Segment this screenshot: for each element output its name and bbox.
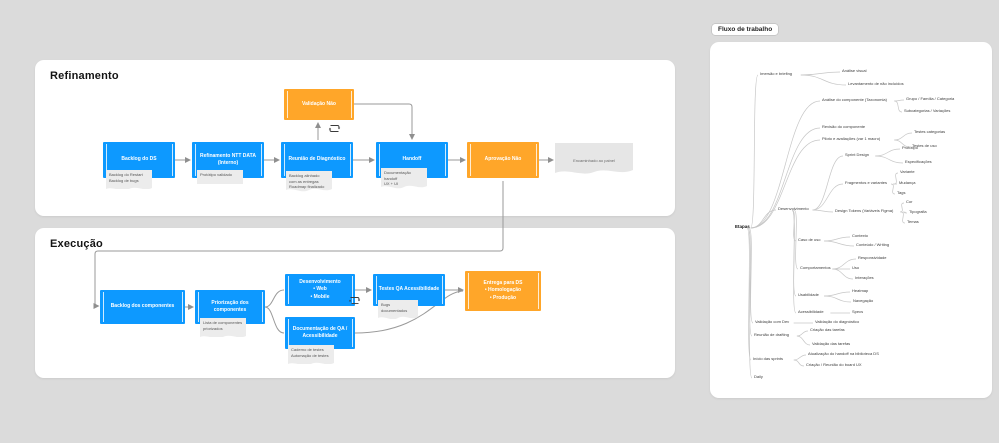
- mindmap-node-b7a[interactable]: Atualização do handoff na biblioteca DS: [808, 351, 879, 356]
- mindmap-node-d1a[interactable]: Protótipo: [902, 145, 919, 150]
- mindmap-node-d2b[interactable]: Mudança: [899, 180, 916, 185]
- mindmap-node-b7b[interactable]: Criação / Reunião do board UX: [806, 362, 862, 367]
- mindmap-node-dev[interactable]: Desenvolvimento: [778, 206, 809, 211]
- mindmap-node-d3a[interactable]: Cor: [906, 199, 913, 204]
- note-lista-componentes[interactable]: Lista de componentes priorizados: [200, 318, 246, 337]
- mindmap-node-d7a[interactable]: Specs: [852, 309, 864, 314]
- step-validacao[interactable]: Validação Não: [284, 89, 354, 120]
- loop-icon: [328, 125, 341, 132]
- mindmap-node-b2[interactable]: Análise do componente (Taxonomia): [822, 97, 887, 102]
- mindmap-node-b2a[interactable]: Grupo / Família / Categoria: [906, 96, 955, 101]
- mindmap-node-b1a[interactable]: Análise visual: [842, 68, 867, 73]
- note-bugs[interactable]: Bugs documentados: [378, 300, 418, 319]
- mindmap-node-b6a[interactable]: Criação das tarefas: [810, 327, 845, 332]
- execucao-title: Execução: [50, 238, 103, 250]
- mindmap-node-d5c[interactable]: Interações: [855, 275, 874, 280]
- mindmap-node-d6a[interactable]: Heatmap: [852, 288, 869, 293]
- note-backlog[interactable]: Backlog do Restart Backlog de bugs: [106, 170, 152, 189]
- mindmap-node-d2[interactable]: Fragmentos e variantes: [845, 180, 888, 185]
- note-caderno-testes[interactable]: Caderno de testes Automação de testes: [288, 345, 334, 364]
- mindmap-node-d2a[interactable]: Variante: [900, 169, 915, 174]
- mindmap-node-b3[interactable]: Revisão do componente: [822, 124, 866, 129]
- mindmap-node-d5b[interactable]: Uso: [852, 265, 860, 270]
- note-prototipo[interactable]: Protótipo validado: [197, 170, 243, 184]
- mindmap-node-d4b[interactable]: Conteúdo / Writing: [856, 242, 890, 247]
- mindmap-node-b5[interactable]: Validação com Dev: [755, 319, 790, 324]
- mindmap-title-chip[interactable]: Fluxo de trabalho: [712, 24, 779, 35]
- step-documentacao-qa[interactable]: Documentação de QA / Acessibilidade: [285, 317, 355, 349]
- mindmap-node-d5a[interactable]: Responsividade: [858, 255, 887, 260]
- mindmap-node-d7[interactable]: Acessibilidade: [798, 309, 824, 314]
- mindmap-node-d1[interactable]: Sprint Design: [845, 152, 870, 157]
- mindmap-node-d1b[interactable]: Especificações: [905, 159, 932, 164]
- mindmap-node-root[interactable]: Etapas: [735, 224, 750, 229]
- mindmap-node-d2c[interactable]: Tags: [897, 190, 906, 195]
- mindmap-node-b6[interactable]: Reunião de drafting: [754, 332, 789, 337]
- mindmap-node-b1[interactable]: Imersão e briefing: [760, 71, 793, 76]
- step-aprovacao[interactable]: Aprovação Não: [467, 142, 539, 178]
- mindmap-node-b6b[interactable]: Validação das tarefas: [812, 341, 851, 346]
- mindmap-node-d4[interactable]: Caso de uso: [798, 237, 821, 242]
- mindmap-node-b4b[interactable]: Testes de uso: [912, 143, 937, 148]
- mindmap-node-d3c[interactable]: Temas: [907, 219, 919, 224]
- mindmap-node-b5a[interactable]: Validação do diagnóstico: [815, 319, 860, 324]
- mindmap-node-b8[interactable]: Daily: [754, 374, 763, 379]
- refinamento-title: Refinamento: [50, 70, 119, 82]
- mindmap-node-d6b[interactable]: Navegação: [853, 298, 874, 303]
- mindmap-node-b7[interactable]: Início das sprints: [753, 356, 784, 361]
- mindmap-node-d3b[interactable]: Tipografia: [909, 209, 927, 214]
- mindmap-node-d5[interactable]: Comportamentos: [800, 265, 831, 270]
- mindmap-node-d6[interactable]: Usabilidade: [798, 292, 819, 297]
- mindmap-node-d4a[interactable]: Contexto: [852, 233, 869, 238]
- output-document[interactable]: Encaminhado ao painel: [555, 143, 633, 177]
- mindmap-node-b1b[interactable]: Levantamento de não incluídos: [848, 81, 904, 86]
- mindmap-node-b4a[interactable]: Testes categorias: [914, 129, 946, 134]
- loop-icon: [348, 297, 361, 304]
- mindmap-node-d3[interactable]: Design Tokens (Variáveis Figma): [835, 208, 894, 213]
- mindmap-node-b4[interactable]: Piloto e avaliações (var 1 macro): [822, 136, 881, 141]
- mindmap-node-b2b[interactable]: Subcategorias / Variações: [904, 108, 951, 113]
